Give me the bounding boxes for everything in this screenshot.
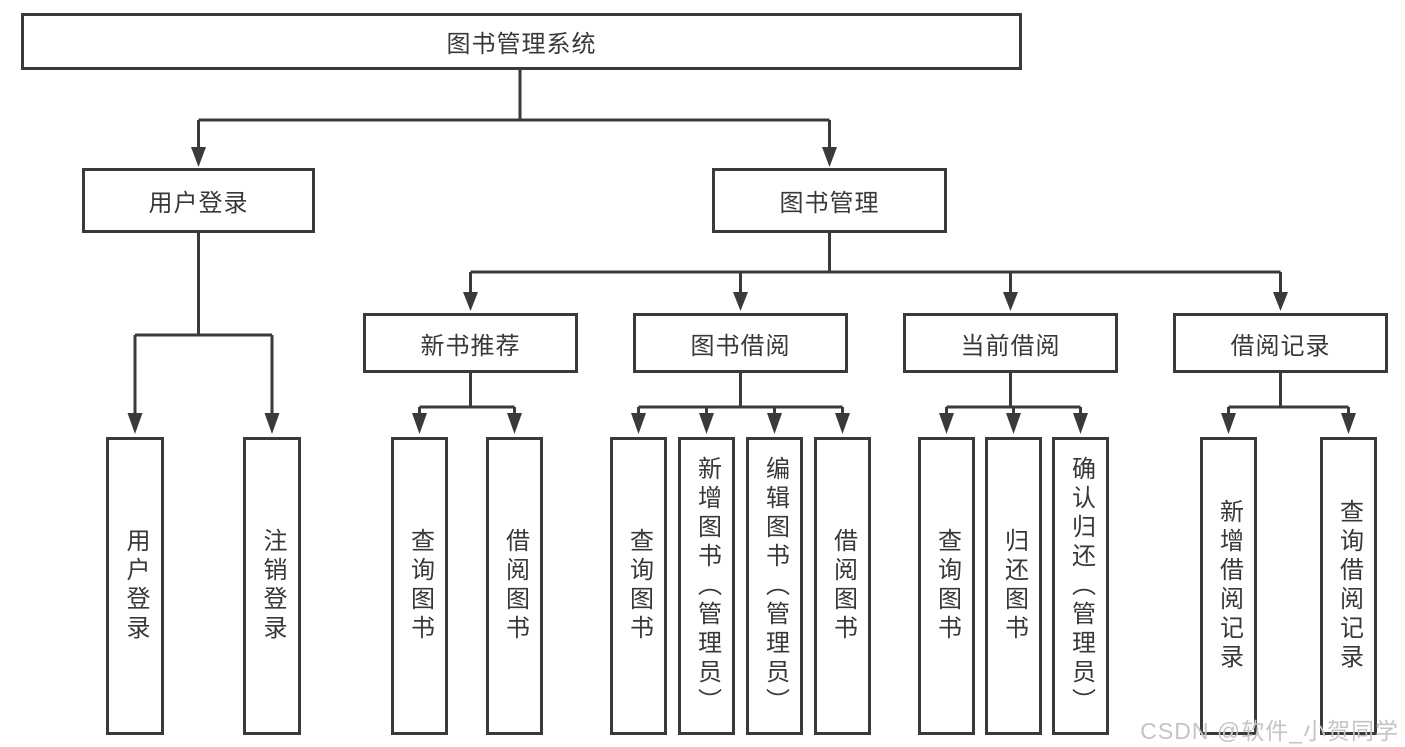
leaf-query-books-label: 查询图书 [406, 528, 434, 644]
leaf-borrow-books-label: 借阅图书 [829, 528, 857, 644]
node-new-book-recommend-label: 新书推荐 [420, 332, 521, 360]
leaf-return-book: 归还图书 [985, 437, 1042, 735]
leaf-edit-book-admin-label: 编辑图书（管理员） [761, 455, 789, 717]
leaf-query-borrow-record: 查询借阅记录 [1320, 437, 1377, 735]
leaf-logout: 注销登录 [243, 437, 301, 735]
leaf-logout-label: 注销登录 [259, 528, 286, 644]
node-user-login-label: 用户登录 [148, 190, 249, 217]
leaf-query-books: 查询图书 [610, 437, 667, 735]
leaf-add-borrow-record: 新增借阅记录 [1200, 437, 1257, 735]
node-new-book-recommend: 新书推荐 [363, 313, 578, 373]
node-book-management: 图书管理 [712, 168, 947, 233]
leaf-add-book-admin-label: 新增图书（管理员） [693, 455, 721, 717]
node-library-management-system: 图书管理系统 [21, 13, 1022, 70]
leaf-query-books: 查询图书 [918, 437, 975, 735]
leaf-query-borrow-record-label: 查询借阅记录 [1335, 499, 1363, 673]
node-current-borrowing: 当前借阅 [903, 313, 1118, 373]
leaf-confirm-return-admin-label: 确认归还（管理员） [1067, 455, 1095, 717]
node-book-management-label: 图书管理 [779, 190, 880, 217]
leaf-query-books: 查询图书 [391, 437, 448, 735]
leaf-borrow-books-label: 借阅图书 [501, 528, 529, 644]
node-library-management-system-label: 图书管理系统 [446, 31, 597, 58]
node-book-borrowing-label: 图书借阅 [690, 332, 791, 360]
node-borrowing-records-label: 借阅记录 [1230, 332, 1331, 360]
leaf-borrow-books: 借阅图书 [814, 437, 871, 735]
leaf-borrow-books: 借阅图书 [486, 437, 543, 735]
leaf-user-login: 用户登录 [106, 437, 164, 735]
node-user-login: 用户登录 [82, 168, 315, 233]
node-borrowing-records: 借阅记录 [1173, 313, 1388, 373]
node-current-borrowing-label: 当前借阅 [960, 332, 1061, 360]
node-book-borrowing: 图书借阅 [633, 313, 848, 373]
leaf-user-login-label: 用户登录 [122, 528, 149, 644]
leaf-return-book-label: 归还图书 [1000, 528, 1028, 644]
leaf-query-books-label: 查询图书 [933, 528, 961, 644]
leaf-confirm-return-admin: 确认归还（管理员） [1052, 437, 1109, 735]
leaf-query-books-label: 查询图书 [625, 528, 653, 644]
leaf-add-book-admin: 新增图书（管理员） [678, 437, 735, 735]
leaf-edit-book-admin: 编辑图书（管理员） [746, 437, 803, 735]
csdn-watermark: CSDN @软件_小贺同学 [1140, 718, 1399, 744]
leaf-add-borrow-record-label: 新增借阅记录 [1215, 499, 1243, 673]
